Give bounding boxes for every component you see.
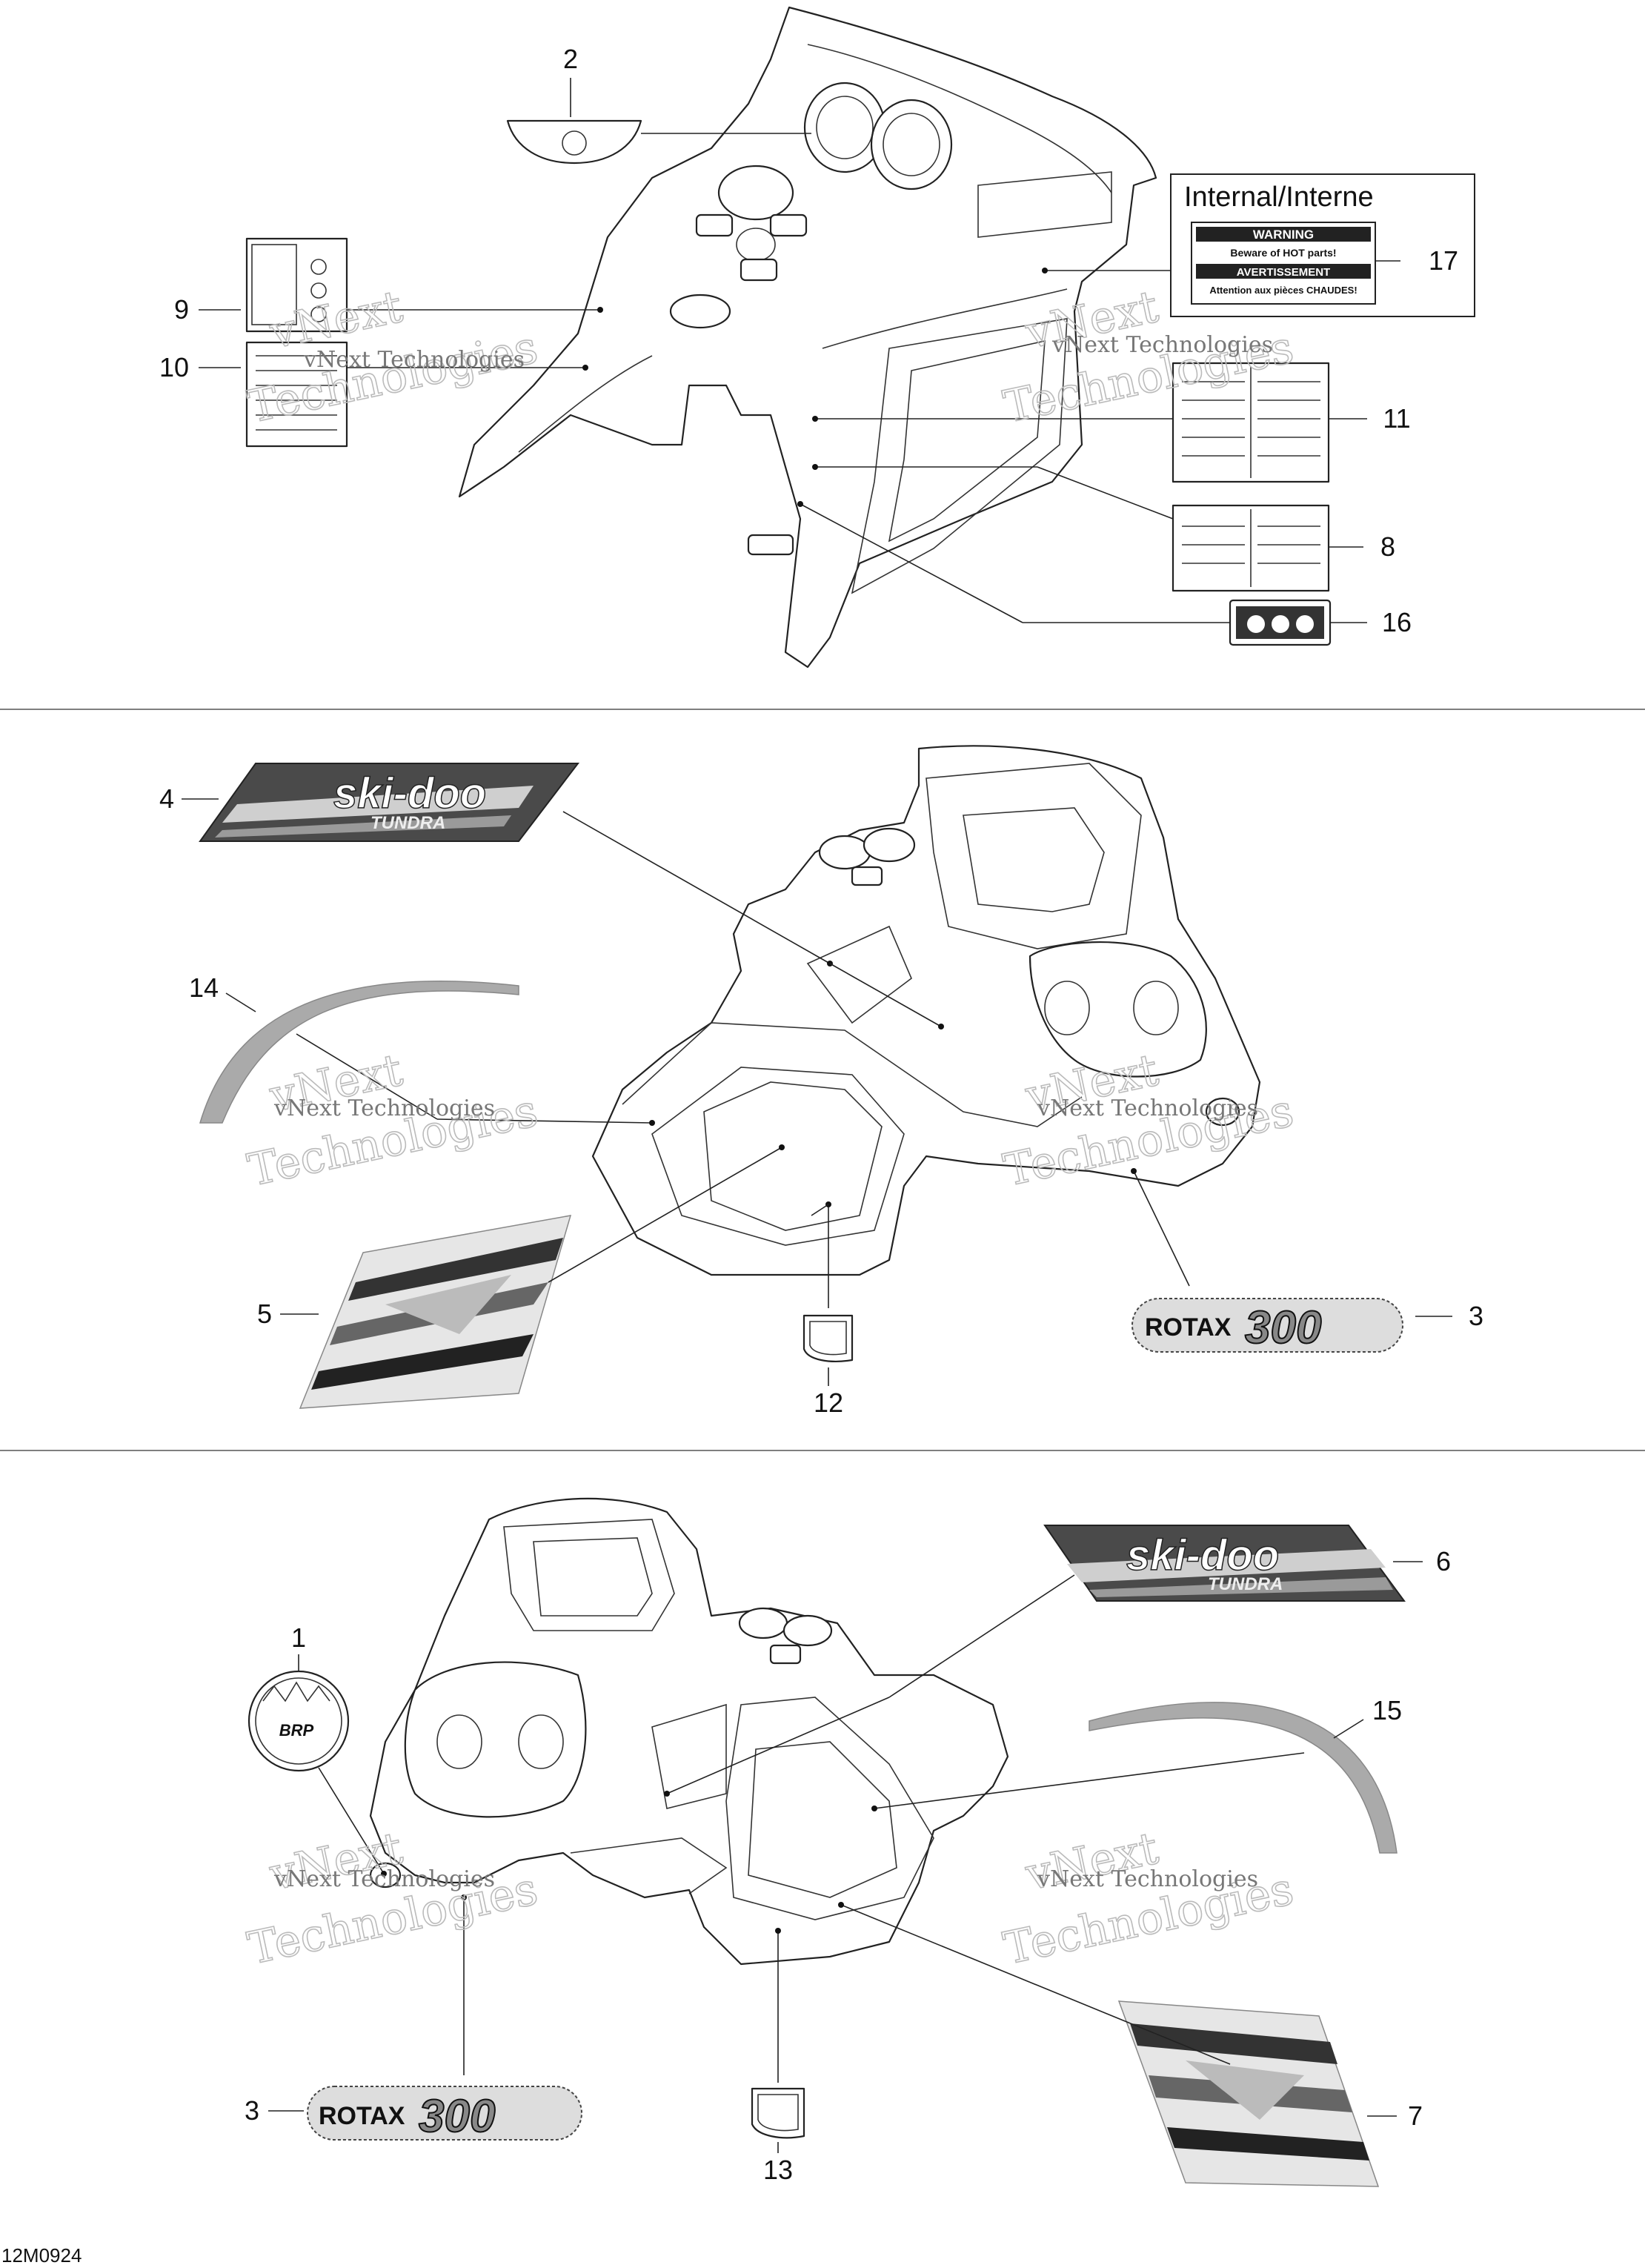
decal-17-hot-parts: WARNING Beware of HOT parts! AVERTISSEME… — [1191, 222, 1376, 305]
emblem-text: BRP — [279, 1721, 314, 1740]
rotax-prefix-mid: ROTAX — [1145, 1313, 1232, 1342]
inset-title: Internal/Interne — [1184, 182, 1374, 213]
panel-bottom: BRP 1 ROTAX 300 3 ski-doo TUNDRA 6 — [243, 1497, 1451, 2187]
callout-9: 9 — [174, 294, 189, 325]
svg-text:vNext Technologies: vNext Technologies — [303, 347, 525, 373]
decal-15-stripe — [1089, 1702, 1398, 1854]
decal-14-stripe — [199, 981, 519, 1124]
figure-code: 12M0924 — [1, 2244, 82, 2267]
avertissement-header: AVERTISSEMENT — [1237, 266, 1330, 279]
warning-header: WARNING — [1253, 228, 1314, 242]
decal-4-skidoo: ski-doo TUNDRA — [199, 763, 580, 842]
callout-6: 6 — [1436, 1546, 1451, 1576]
decal-10-safety — [245, 341, 348, 448]
svg-text:vNext Technologies: vNext Technologies — [1051, 332, 1273, 358]
callout-1: 1 — [291, 1622, 306, 1653]
callout-13: 13 — [763, 2155, 793, 2185]
decal-13-pad — [751, 2087, 805, 2139]
decal-12-pad — [802, 1314, 854, 1362]
callout-3b: 3 — [245, 2095, 259, 2126]
svg-text:vNext Technologies: vNext Technologies — [1037, 1095, 1258, 1121]
rotax-prefix-bottom: ROTAX — [319, 2102, 405, 2130]
callout-8: 8 — [1380, 531, 1395, 562]
callout-12: 12 — [814, 1387, 843, 1418]
callout-10: 10 — [159, 352, 189, 382]
watermark-mid-left: vNext Technologies vNext Technologies — [243, 1044, 543, 1197]
decal-7-graphic — [1117, 2000, 1380, 2187]
rotax-number-mid: 300 — [1245, 1302, 1321, 1353]
decal-1-brp-emblem: BRP — [247, 1670, 350, 1772]
hood-front-right-view — [369, 1497, 1009, 1966]
internal-inset: Internal/Interne WARNING Beware of HOT p… — [1170, 173, 1475, 317]
avertissement-text: Attention aux pièces CHAUDES! — [1209, 285, 1357, 296]
callout-17: 17 — [1429, 245, 1458, 276]
callout-2: 2 — [563, 44, 578, 74]
decal-11-safety — [1172, 362, 1330, 483]
svg-text:vNext Technologies: vNext Technologies — [273, 1866, 495, 1892]
panel-middle: ski-doo TUNDRA 4 14 5 — [159, 745, 1483, 1418]
svg-text:vNext Technologies: vNext Technologies — [1037, 1866, 1258, 1892]
callout-15: 15 — [1372, 1695, 1402, 1725]
model-text-4: TUNDRA — [370, 813, 445, 833]
callout-14: 14 — [189, 972, 219, 1003]
decal-3-rotax-middle: ROTAX 300 — [1131, 1298, 1403, 1354]
rotax-number-bottom: 300 — [419, 2091, 495, 2142]
svg-text:vNext Technologies: vNext Technologies — [273, 1095, 495, 1121]
callout-3a: 3 — [1469, 1301, 1483, 1331]
decal-16-icons — [1229, 599, 1332, 646]
decal-8-warning — [1172, 504, 1330, 592]
callout-4: 4 — [159, 783, 174, 814]
callout-11: 11 — [1383, 403, 1410, 434]
panel-top: 2 9 10 Internal/Interne — [159, 6, 1475, 669]
hood-rear-view — [458, 6, 1157, 669]
callout-16: 16 — [1382, 607, 1412, 637]
callout-7: 7 — [1408, 2100, 1423, 2131]
brand-text-6: ski-doo — [1126, 1531, 1279, 1579]
brand-text-4: ski-doo — [333, 769, 486, 818]
decal-5-graphic — [299, 1215, 572, 1409]
decal-9-safety — [245, 237, 348, 333]
decal-3-rotax-bottom: ROTAX 300 — [307, 2086, 582, 2143]
decal-6-skidoo: ski-doo TUNDRA — [1043, 1525, 1406, 1602]
model-text-6: TUNDRA — [1208, 1574, 1283, 1594]
warning-text: Beware of HOT parts! — [1230, 247, 1336, 259]
hood-front-left-view — [591, 745, 1261, 1276]
watermark-bottom-right: vNext Technologies vNext Technologies — [999, 1822, 1299, 1975]
callout-5: 5 — [257, 1299, 272, 1329]
decal-2-gauge — [506, 119, 642, 165]
